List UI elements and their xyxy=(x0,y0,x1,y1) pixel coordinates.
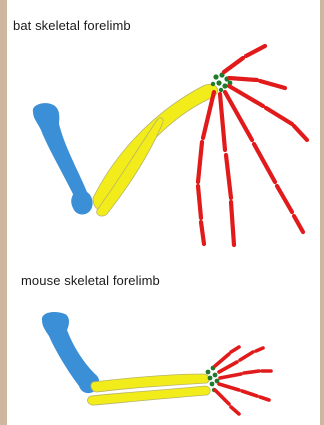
bat-forelimb xyxy=(33,46,307,245)
mouse-digits xyxy=(215,347,271,414)
mouse-humerus xyxy=(42,312,99,393)
bat-ulna xyxy=(97,118,163,216)
figure-panel: bat skeletal forelimb mouse skeletal for… xyxy=(7,0,320,425)
forelimb-diagram xyxy=(7,0,320,425)
mouse-forelimb xyxy=(42,312,271,414)
bat-humerus xyxy=(33,103,93,214)
